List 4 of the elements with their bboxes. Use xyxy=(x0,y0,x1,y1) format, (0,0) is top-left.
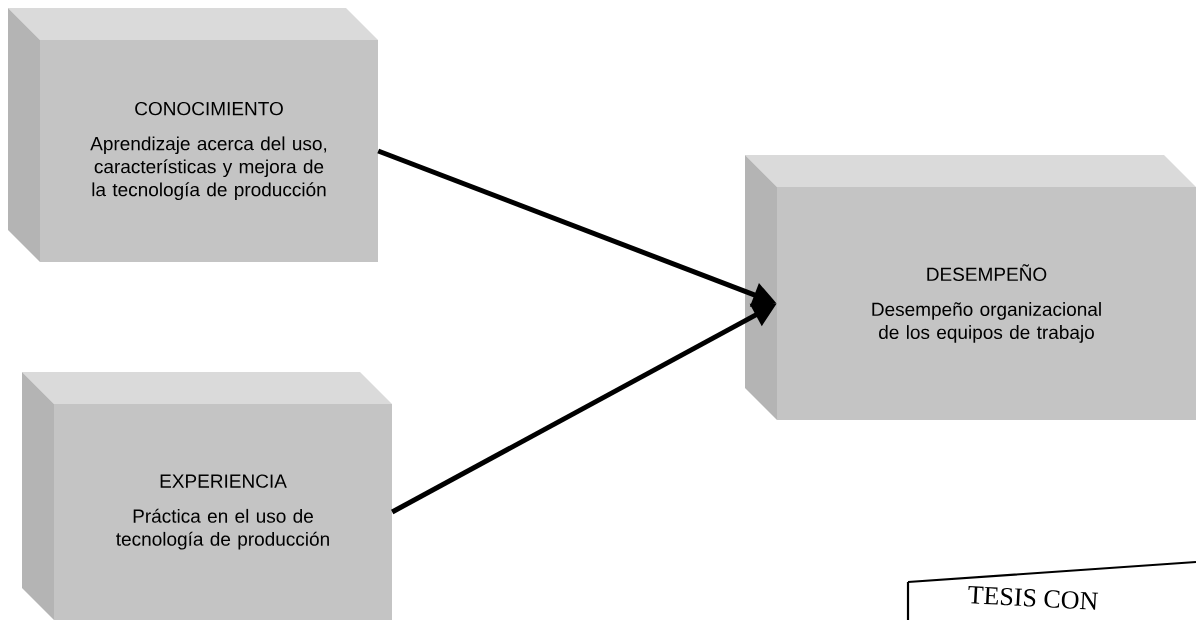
block-box: EXPERIENCIA Práctica en el uso de tecnología de producción xyxy=(22,372,392,620)
block-box: DESEMPEÑO Desempeño organizacional de los equipos de trabajo xyxy=(745,155,1196,420)
block-box: CONOCIMIENTO Aprendizaje acerca del uso, características y mejora de la tecnología de producción xyxy=(8,8,378,262)
stamp-box: TESIS CON xyxy=(906,560,1196,620)
